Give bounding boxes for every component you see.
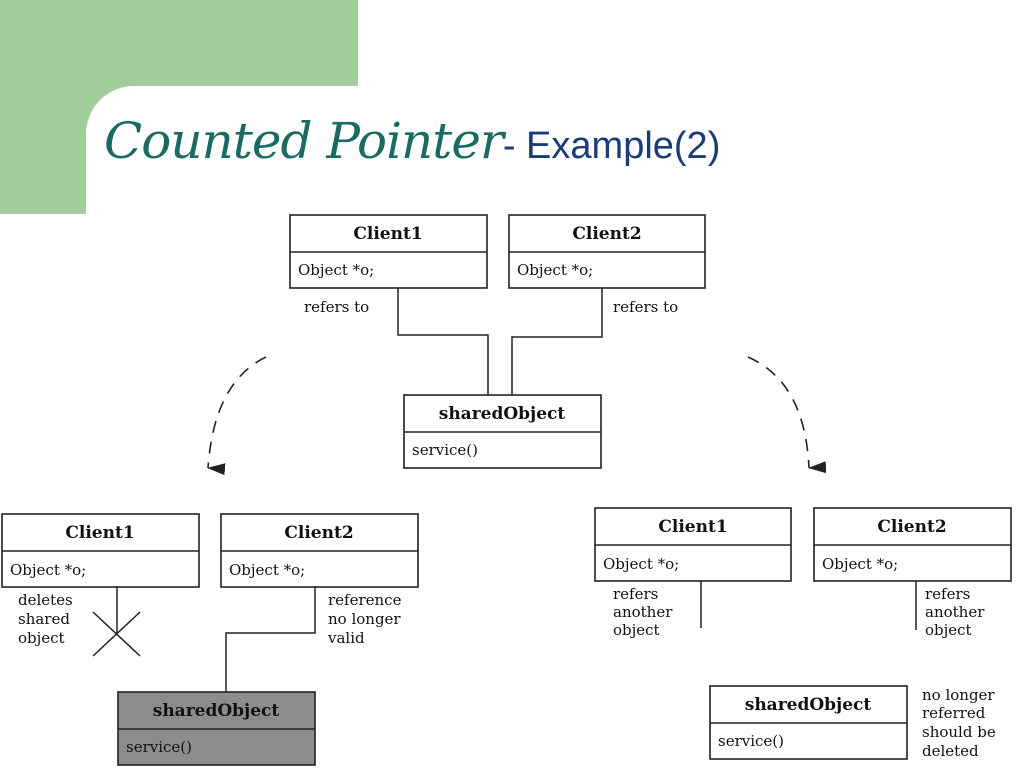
bl-client2-name: Client2 [284,523,353,543]
top-shared-object-class: sharedObject service() [403,394,602,469]
bl-client2-attr: Object *o; [229,561,305,579]
br-client2-note: refers another object [925,585,989,639]
bl-delete-note-line: shared [18,610,70,628]
top-refers-label-left: refers to [304,298,369,316]
br-client2-note-line: object [925,621,972,639]
top-connector-left [397,288,489,395]
br-shared-note-line: deleted [922,742,979,760]
br-client2-note-line: another [925,603,985,621]
br-shared-note-line: no longer [922,686,995,704]
top-client2-class: Client2 Object *o; [508,214,706,289]
bottom-right-scenario: Client1 Object *o; Client2 Object *o; re… [594,507,1012,760]
bl-delete-note-line: deletes [18,591,73,609]
br-shared-method: service() [718,732,784,750]
bl-client1-attr: Object *o; [10,561,86,579]
br-client1-note-line: another [613,603,673,621]
bl-reference-note-line: reference [328,591,402,609]
bl-client1-class: Client1 Object *o; [1,513,200,588]
br-client2-note-line: refers [925,585,970,603]
bl-shared-object-class-deleted: sharedObject service() [117,691,316,766]
top-shared-name: sharedObject [439,404,566,424]
page-title: Counted Pointer- Example(2) [104,116,720,166]
br-client1-attr: Object *o; [603,555,679,573]
top-client1-attr: Object *o; [298,261,374,279]
br-client1-note: refers another object [613,585,677,639]
bl-reference-note-line: valid [327,629,365,647]
br-client1-name: Client1 [658,517,727,537]
br-shared-note: no longer referred should be deleted [922,686,1000,760]
top-scenario: Client1 Object *o; Client2 Object *o; re… [289,214,706,469]
br-shared-note-line: should be [922,723,996,741]
bl-reference-note: reference no longer valid [327,591,406,647]
bl-client2-dangling-link [225,587,316,692]
bl-shared-name: sharedObject [153,701,280,721]
br-client1-note-line: refers [613,585,658,603]
arrow-to-right-scenario [747,356,827,474]
br-client2-attr: Object *o; [822,555,898,573]
br-client2-name: Client2 [877,517,946,537]
bl-reference-note-line: no longer [328,610,401,628]
bottom-left-scenario: Client1 Object *o; Client2 Object *o; de… [1,513,419,766]
bl-delete-note: deletes shared object [18,591,78,647]
bl-client1-name: Client1 [65,523,134,543]
br-client1-note-line: object [613,621,660,639]
br-client1-class: Client1 Object *o; [594,507,792,582]
top-client2-attr: Object *o; [517,261,593,279]
br-shared-object-class: sharedObject service() [709,685,908,760]
top-client1-class: Client1 Object *o; [289,214,488,289]
title-italic-part: Counted Pointer [104,112,504,170]
br-shared-name: sharedObject [745,695,872,715]
top-shared-method: service() [412,441,478,459]
bl-client2-class: Client2 Object *o; [220,513,419,588]
top-connector-right [511,288,603,395]
bl-delete-note-line: object [18,629,65,647]
top-client1-name: Client1 [353,224,422,244]
top-refers-label-right: refers to [613,298,678,316]
bl-shared-method: service() [126,738,192,756]
br-shared-note-line: referred [922,704,986,722]
bl-cross-mark-b [92,611,141,657]
title-plain-part: - Example(2) [502,125,721,167]
br-client2-class: Client2 Object *o; [813,507,1012,582]
arrow-to-left-scenario [207,356,267,476]
top-client2-name: Client2 [572,224,641,244]
